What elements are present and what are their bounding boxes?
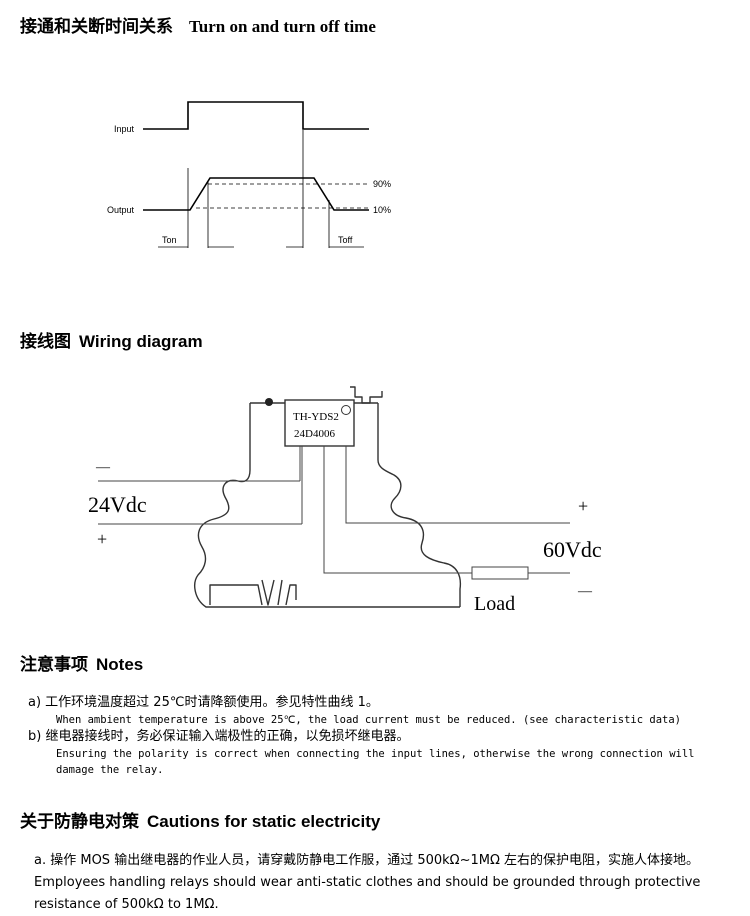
output-voltage-label: 60Vdc	[543, 537, 602, 562]
timing-diagram: Input Output 90% 10% Ton Toff	[107, 101, 391, 248]
output-plus-sign: +	[578, 496, 588, 516]
timing-title-zh: 接通和关断时间关系	[20, 17, 173, 37]
input-minus-sign: —	[95, 460, 111, 475]
notes-title-zh: 注意事项	[20, 655, 88, 675]
pct90-label: 90%	[373, 179, 391, 189]
ul-mark-icon	[341, 405, 351, 415]
din-rail-clip	[209, 579, 297, 606]
input-label: Input	[114, 124, 135, 134]
wiring-diagram: TH-YDS2 24D4006 — 24Vdc + + 60Vdc — Load	[88, 386, 602, 615]
note-a-en: When ambient temperature is above 25℃, t…	[56, 714, 681, 726]
wiring-title-en: Wiring diagram	[79, 332, 203, 351]
input-voltage-label: 24Vdc	[88, 492, 147, 517]
wire-output-plus	[345, 446, 570, 524]
ton-label: Ton	[162, 235, 177, 245]
note-b-en: Ensuring the polarity is correct when co…	[56, 748, 695, 776]
input-waveform	[143, 101, 369, 130]
pct10-label: 10%	[373, 205, 391, 215]
static-title-en: Cautions for static electricity	[147, 812, 381, 831]
timing-title-en: Turn on and turn off time	[189, 17, 376, 36]
output-label: Output	[107, 205, 135, 215]
housing-right-outline	[377, 403, 462, 607]
wiring-section-title: 接线图 Wiring diagram	[20, 327, 203, 352]
relay-model: TH-YDS2	[293, 411, 339, 423]
output-minus-sign: —	[577, 584, 593, 599]
static-title-zh: 关于防静电对策	[20, 812, 139, 832]
load-resistor	[471, 566, 529, 580]
relay-part-number: 24D4006	[294, 428, 335, 440]
notes-title-en: Notes	[96, 655, 144, 674]
wire-output-load	[323, 446, 472, 574]
static-section-title: 关于防静电对策 Cautions for static electricity	[20, 807, 380, 832]
top-clip	[350, 386, 383, 404]
timing-section-title: 接通和关断时间关系 Turn on and turn off time	[20, 12, 376, 37]
toff-label: Toff	[338, 235, 353, 245]
input-plus-sign: +	[97, 529, 107, 549]
load-label: Load	[474, 593, 515, 615]
static-caution-text: a. 操作 MOS 输出继电器的作业人员，请穿戴防静电工作服，通过 500kΩ~…	[34, 853, 701, 912]
output-waveform	[143, 177, 369, 211]
note-a-zh: a) 工作环境温度超过 25℃时请降额使用。参见特性曲线 1。	[28, 695, 379, 710]
indicator-led	[265, 398, 273, 406]
wiring-title-zh: 接线图	[20, 332, 71, 352]
notes-list: a) 工作环境温度超过 25℃时请降额使用。参见特性曲线 1。 When amb…	[28, 694, 728, 778]
notes-section-title: 注意事项 Notes	[20, 650, 143, 675]
note-b-zh: b) 继电器接线时，务必保证输入端极性的正确，以免损坏继电器。	[28, 729, 410, 744]
